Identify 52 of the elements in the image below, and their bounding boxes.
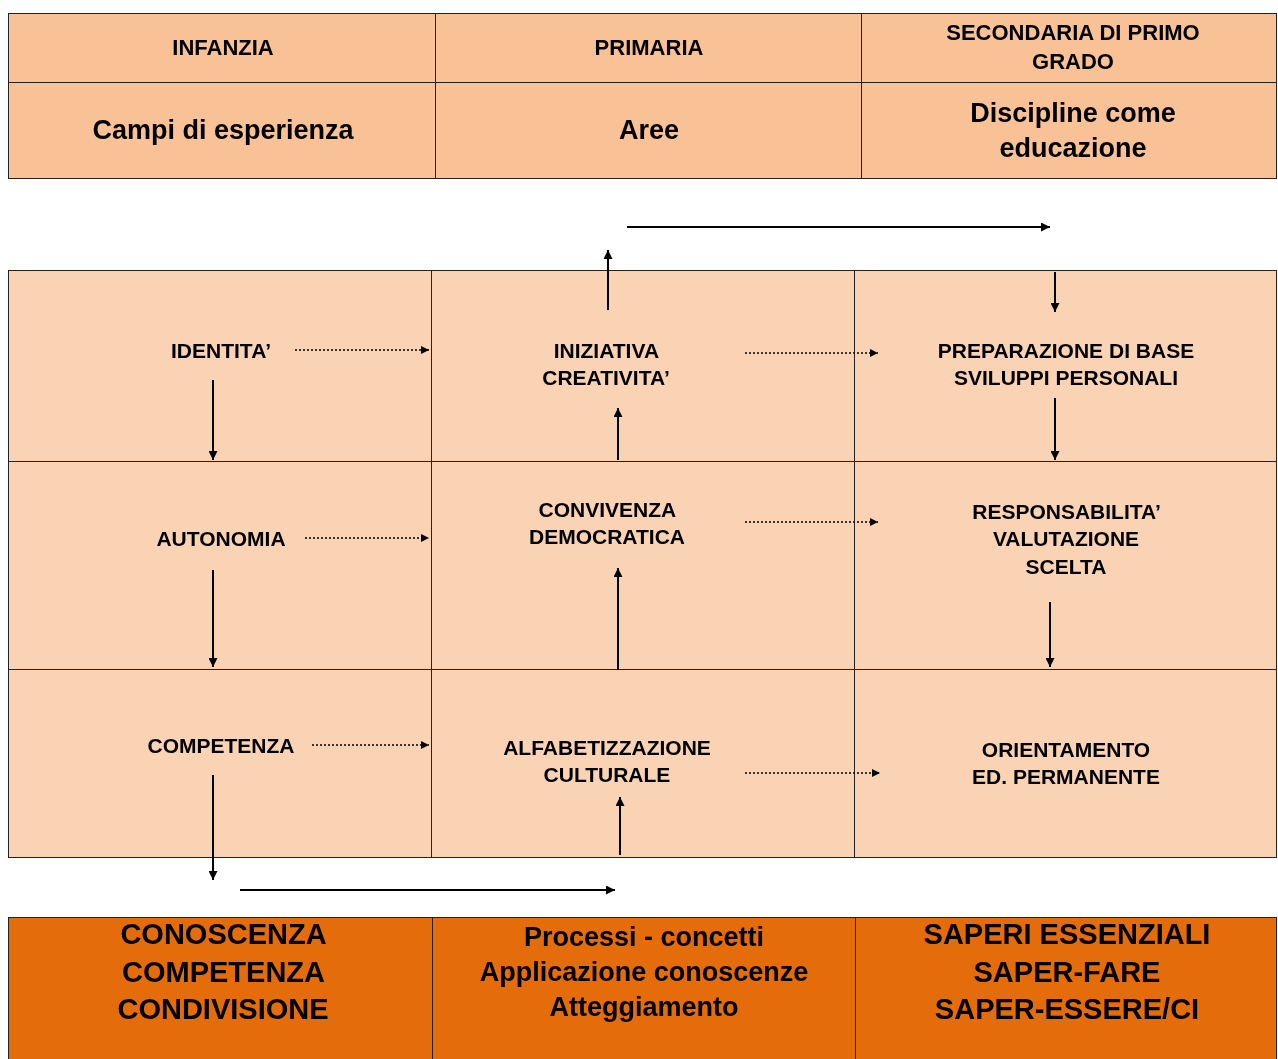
cell-text: Campi di esperienza: [91, 114, 355, 148]
grid-cell: [431, 461, 855, 670]
summary-cell: [432, 917, 856, 1059]
header-cell: [435, 13, 862, 83]
grid-cell: [8, 669, 432, 858]
dotted-arrow: [304, 534, 430, 542]
cell-text: IDENTITA’: [171, 338, 271, 365]
column-heading: PRIMARIA: [593, 33, 705, 62]
cell-text: CONVIVENZA DEMOCRATICA: [528, 496, 686, 550]
arrow: [603, 249, 613, 311]
summary-cell: [855, 917, 1277, 1059]
cell-text: PREPARAZIONE DI BASE SVILUPPI PERSONALI: [936, 337, 1196, 391]
arrow: [208, 379, 218, 461]
header-cell: [8, 13, 436, 83]
arrow: [208, 569, 218, 668]
arrow: [1050, 271, 1060, 313]
dotted-arrow: [744, 769, 881, 777]
cell-text: Aree: [617, 114, 680, 148]
grid-cell: [854, 461, 1277, 670]
dotted-arrow: [744, 518, 879, 526]
arrow: [613, 407, 623, 461]
grid-cell: [8, 461, 432, 670]
cell-text: INIZIATIVA CREATIVITA’: [541, 337, 671, 391]
table-cell: [8, 82, 436, 179]
cell-text: CONOSCENZA COMPETENZA CONDIVISIONE: [116, 917, 330, 1028]
table-cell: [435, 82, 862, 179]
arrow: [208, 774, 218, 881]
dotted-arrow: [744, 349, 879, 357]
arrow: [613, 567, 623, 671]
cell-text: ORIENTAMENTO ED. PERMANENTE: [971, 736, 1161, 790]
arrow: [615, 796, 625, 856]
cell-text: Processi - concetti Applicazione conoscenze Atteggiamento: [478, 921, 810, 1025]
dotted-arrow: [294, 346, 430, 354]
grid-cell: [431, 270, 855, 462]
cell-text: COMPETENZA: [147, 733, 295, 760]
cell-text: ALFABETIZZAZIONE CULTURALE: [502, 734, 712, 788]
summary-cell: [8, 917, 433, 1059]
arrow: [1045, 601, 1055, 668]
cell-text: RESPONSABILITA’ VALUTAZIONE SCELTA: [971, 499, 1161, 580]
arrow: [1050, 397, 1060, 461]
cell-text: Discipline come educazione: [969, 96, 1177, 165]
header-cell: [861, 13, 1277, 83]
grid-cell: [8, 270, 432, 462]
grid-cell: [854, 270, 1277, 462]
table-cell: [861, 82, 1277, 179]
cell-text: AUTONOMIA: [156, 526, 286, 553]
grid-cell: [854, 669, 1277, 858]
grid-cell: [431, 669, 855, 858]
cell-text: SAPERI ESSENZIALI SAPER-FARE SAPER-ESSERE/CI: [922, 917, 1212, 1028]
column-heading: INFANZIA: [171, 33, 275, 62]
dotted-arrow: [311, 741, 430, 749]
column-heading: SECONDARIA DI PRIMO GRADO: [945, 19, 1201, 76]
